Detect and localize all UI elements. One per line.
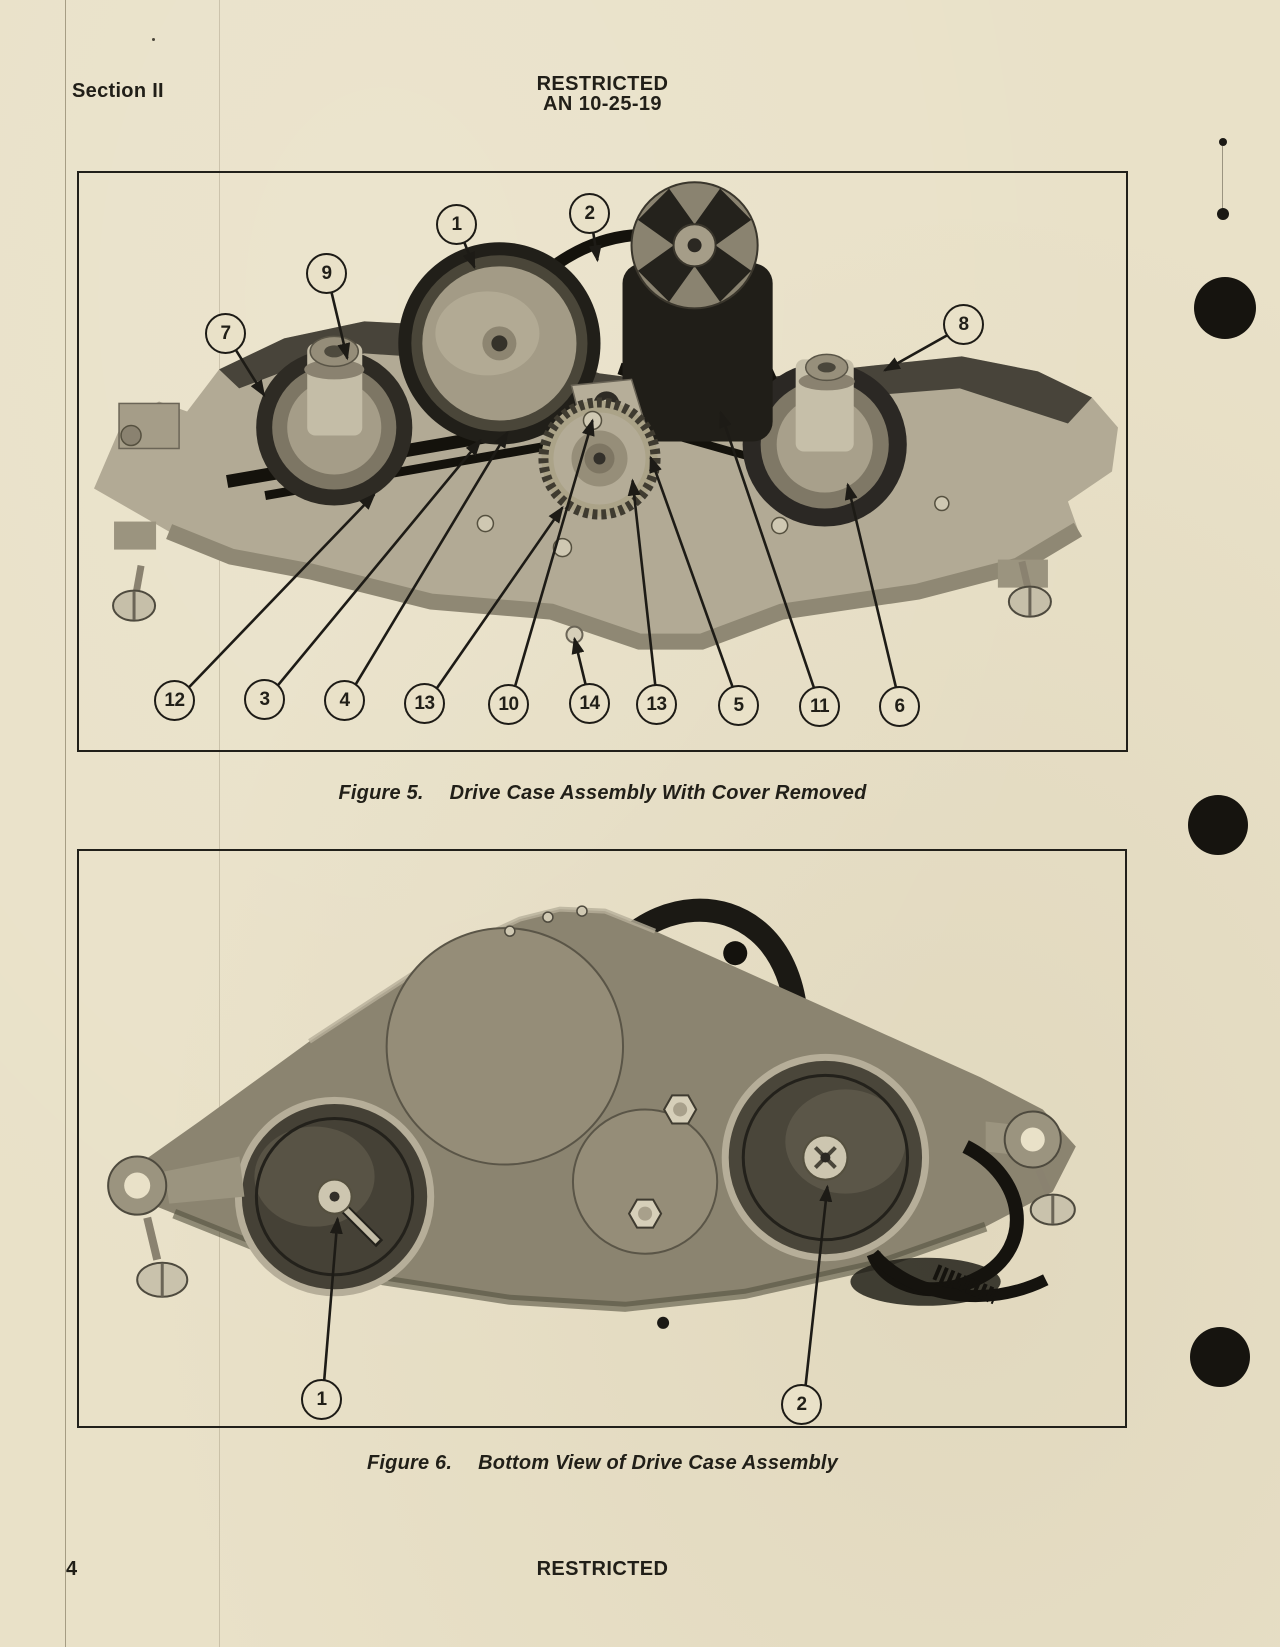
section-label: Section II bbox=[72, 80, 164, 102]
punch-hole-top bbox=[1194, 277, 1256, 339]
figure5-caption-label: Figure 5. bbox=[338, 782, 424, 804]
figure5-caption-title: Drive Case Assembly With Cover Removed bbox=[449, 782, 867, 804]
figure6-caption: Figure 6. Bottom View of Drive Case Assem… bbox=[77, 1452, 1128, 1475]
callout-label: 10 bbox=[498, 693, 519, 715]
figure5-box: 1 2 9 7 8 12 3 4 13 10 14 13 5 11 6 bbox=[77, 171, 1128, 752]
right-bearing bbox=[742, 353, 907, 527]
fig5-callout-12: 12 bbox=[154, 680, 195, 721]
paper-speck bbox=[152, 38, 155, 41]
fig5-callout-14: 14 bbox=[569, 683, 610, 724]
callout-label: 11 bbox=[809, 695, 830, 717]
fig5-callout-13a: 13 bbox=[404, 683, 445, 724]
motor bbox=[622, 263, 773, 442]
callout-label: 14 bbox=[579, 692, 600, 714]
callout-label: 1 bbox=[316, 1388, 327, 1410]
punch-hole-middle bbox=[1188, 795, 1248, 855]
hex-bolts bbox=[627, 1094, 698, 1229]
callout-label: 3 bbox=[259, 688, 270, 710]
figure6-caption-title: Bottom View of Drive Case Assembly bbox=[478, 1452, 839, 1474]
thumbscrews bbox=[112, 560, 1052, 622]
callout-label: 5 bbox=[733, 694, 744, 716]
figure5-photo bbox=[94, 181, 1118, 709]
fig6-callout-2: 2 bbox=[781, 1384, 822, 1425]
fig5-callout-11: 11 bbox=[799, 686, 840, 727]
registration-line bbox=[1222, 146, 1223, 208]
figure6-photo bbox=[107, 898, 1076, 1407]
callout-label: 9 bbox=[321, 262, 332, 284]
callout-label: 2 bbox=[796, 1393, 807, 1415]
fig5-callout-6: 6 bbox=[879, 686, 920, 727]
fig5-callout-7: 7 bbox=[205, 313, 246, 354]
callout-label: 13 bbox=[646, 693, 667, 715]
callout-label: 6 bbox=[894, 695, 905, 717]
registration-dot-small bbox=[1219, 138, 1227, 146]
callout-label: 4 bbox=[339, 689, 350, 711]
fig5-callout-10: 10 bbox=[488, 684, 529, 725]
fig5-callout-2: 2 bbox=[569, 193, 610, 234]
left-pulley-cover bbox=[234, 1096, 435, 1297]
classification-bottom: RESTRICTED bbox=[536, 1558, 669, 1580]
fig5-callout-8: 8 bbox=[943, 304, 984, 345]
registration-dot-large bbox=[1217, 208, 1229, 220]
fig5-callout-3: 3 bbox=[244, 679, 285, 720]
left-foot bbox=[114, 521, 157, 550]
callout-leader-lines bbox=[321, 1184, 833, 1407]
callout-label: 8 bbox=[958, 313, 969, 335]
callout-label: 12 bbox=[164, 689, 185, 711]
figure6-box: 1 2 bbox=[77, 849, 1127, 1428]
figure5-caption: Figure 5. Drive Case Assembly With Cover … bbox=[77, 782, 1128, 805]
page-number: 4 bbox=[66, 1558, 78, 1580]
callout-label: 1 bbox=[451, 213, 462, 235]
figure6-caption-label: Figure 6. bbox=[366, 1452, 453, 1474]
fan-impeller bbox=[630, 181, 759, 310]
doc-number: AN 10-25-19 bbox=[543, 93, 662, 115]
page-crease-left bbox=[65, 0, 66, 1647]
callout-label: 2 bbox=[584, 202, 595, 224]
right-mount bbox=[985, 1110, 1076, 1226]
fig5-callout-5: 5 bbox=[718, 685, 759, 726]
callout-leader-lines bbox=[174, 214, 966, 709]
fig5-callout-13b: 13 bbox=[636, 684, 677, 725]
page-crease-inner bbox=[219, 0, 220, 1647]
main-pulley bbox=[398, 242, 601, 445]
spur-gear bbox=[538, 397, 661, 520]
header-classification-block: RESTRICTED AN 10-25-19 bbox=[77, 74, 1128, 114]
fig5-callout-4: 4 bbox=[324, 680, 365, 721]
fig6-callout-1: 1 bbox=[301, 1379, 342, 1420]
fig5-callout-1: 1 bbox=[436, 204, 477, 245]
drive-cable bbox=[657, 1140, 1049, 1329]
fig5-callout-9: 9 bbox=[306, 253, 347, 294]
callout-label: 7 bbox=[220, 322, 231, 344]
punch-hole-bottom bbox=[1190, 1327, 1250, 1387]
right-pulley-cover bbox=[721, 1053, 930, 1262]
callout-label: 13 bbox=[414, 692, 435, 714]
left-bearing bbox=[256, 335, 413, 506]
classification-top: RESTRICTED bbox=[536, 73, 669, 95]
left-mount bbox=[107, 1155, 245, 1298]
